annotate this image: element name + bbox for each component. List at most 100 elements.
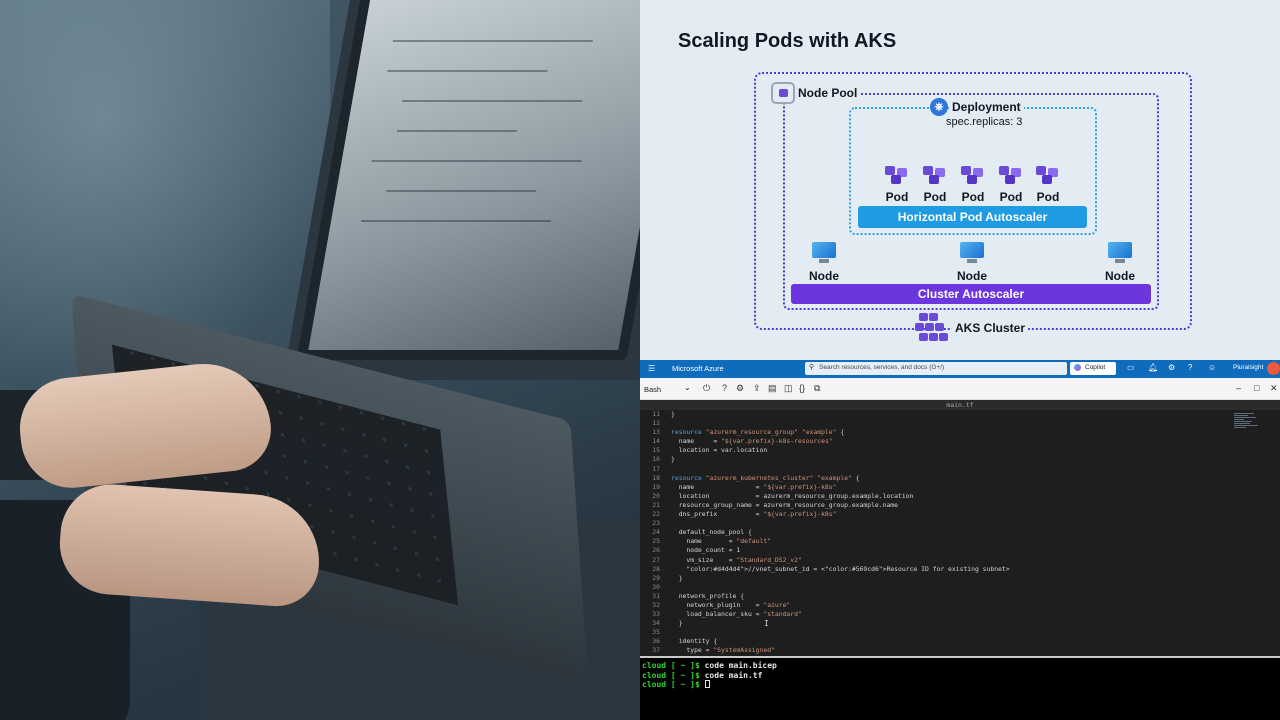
terminal-line[interactable]: cloud [ ~ ]$ code main.tf	[642, 671, 1280, 681]
search-icon: ⚲	[809, 364, 815, 371]
code-line[interactable]: 34 }	[640, 619, 1230, 628]
code-line[interactable]: 11}	[640, 410, 1230, 419]
code-line[interactable]: 19 name = "${var.prefix}-k8s"	[640, 483, 1230, 492]
editor-minimap[interactable]	[1234, 412, 1264, 452]
aks-cluster-label: AKS Cluster	[952, 321, 1029, 335]
line-number: 31	[652, 591, 660, 600]
node: Node	[952, 242, 992, 285]
code-line[interactable]: 12	[640, 419, 1230, 428]
line-text: resource "azurerm_resource_group" "examp…	[671, 428, 845, 437]
gear-icon[interactable]: ⚙	[1168, 363, 1176, 372]
node: Node	[1100, 242, 1140, 285]
node-vm-icon	[960, 242, 984, 264]
code-line[interactable]: 26 node_count = 1	[640, 546, 1230, 555]
pod: Pod	[1032, 166, 1064, 206]
line-number: 11	[652, 410, 660, 418]
chevron-down-icon[interactable]: ⌄	[684, 383, 691, 392]
braces-icon[interactable]: {}	[799, 383, 806, 393]
code-line[interactable]: 30	[640, 583, 1230, 592]
line-number: 20	[652, 491, 660, 500]
pod-icon	[961, 166, 985, 186]
pod: Pod	[957, 166, 989, 206]
code-line[interactable]: 15 location = var.location	[640, 446, 1230, 455]
line-text: vm_size = "Standard_DS2_v2"	[671, 555, 802, 564]
code-line[interactable]: 23	[640, 519, 1230, 528]
node-pool-label: Node Pool	[795, 86, 861, 100]
copilot-icon	[1074, 364, 1081, 371]
line-text: }	[671, 619, 683, 628]
line-number: 13	[652, 428, 660, 437]
code-line[interactable]: 32 network_plugin = "azure"	[640, 601, 1230, 610]
node-pool-icon	[771, 82, 795, 104]
menu-icon[interactable]: ☰	[648, 364, 656, 373]
code-line[interactable]: 24 default_node_pool {	[640, 528, 1230, 537]
code-line[interactable]: 37 type = "SystemAssigned"	[640, 646, 1230, 655]
code-line[interactable]: 33 load_balancer_sku = "standard"	[640, 610, 1230, 619]
line-text: default_node_pool {	[671, 528, 752, 537]
open-editor-icon[interactable]: ▤	[768, 383, 777, 393]
code-line[interactable]: 16}	[640, 455, 1230, 464]
line-number: 37	[652, 646, 660, 655]
code-line[interactable]: 29 }	[640, 574, 1230, 583]
maximize-icon[interactable]: □	[1254, 383, 1260, 393]
search-input[interactable]: ⚲ Search resources, services, and docs (…	[805, 362, 1067, 375]
upload-icon[interactable]: ⇪	[753, 383, 761, 393]
web-preview-icon[interactable]: ◫	[784, 383, 793, 393]
line-number: 17	[652, 464, 660, 473]
shell-type-select[interactable]: Bash	[644, 385, 662, 394]
terminal-cursor	[704, 680, 710, 689]
code-line[interactable]: 36 identity {	[640, 637, 1230, 646]
account-name[interactable]: Pluralsight	[1233, 364, 1264, 371]
copilot-button[interactable]: Copilot	[1070, 362, 1116, 375]
line-number: 19	[652, 482, 660, 491]
help-icon[interactable]: ?	[1188, 363, 1193, 372]
azure-brand[interactable]: Microsoft Azure	[672, 364, 724, 373]
line-number: 24	[652, 528, 660, 537]
minimize-icon[interactable]: –	[1236, 383, 1242, 393]
editor-file-tab[interactable]: main.tf	[640, 400, 1280, 410]
help-icon[interactable]: ?	[722, 383, 728, 393]
code-line[interactable]: 22 dns_prefix = "${var.prefix}-k8s"	[640, 510, 1230, 519]
terminal-line[interactable]: cloud [ ~ ]$	[642, 680, 1280, 690]
line-text: dns_prefix = "${var.prefix}-k8s"	[671, 510, 837, 519]
close-icon[interactable]: ✕	[1270, 383, 1278, 393]
line-number: 28	[652, 564, 660, 573]
code-line[interactable]: 35	[640, 628, 1230, 637]
restart-icon[interactable]: ⏻	[703, 383, 711, 393]
terminal-prompt: cloud [ ~ ]$	[642, 680, 700, 690]
code-line[interactable]: 31 network_profile {	[640, 592, 1230, 601]
code-line[interactable]: 21 resource_group_name = azurerm_resourc…	[640, 501, 1230, 510]
terminal-command: code main.tf	[699, 670, 763, 680]
avatar[interactable]	[1267, 362, 1280, 375]
code-line[interactable]: 25 name = "default"	[640, 537, 1230, 546]
text-cursor-icon: I	[764, 619, 769, 628]
pod-icon	[999, 166, 1023, 186]
pod-icon	[1036, 166, 1060, 186]
terminal-icon[interactable]: ▭	[1127, 363, 1135, 372]
code-line[interactable]: 14 name = "${var.prefix}-k8s-resources"	[640, 437, 1230, 446]
line-text: type = "SystemAssigned"	[671, 646, 775, 655]
node-vm-icon	[1108, 242, 1132, 264]
code-line[interactable]: 27 vm_size = "Standard_DS2_v2"	[640, 556, 1230, 565]
bell-icon[interactable]: 🔔︎	[1148, 363, 1159, 372]
code-line[interactable]: 28 "color:#d4d4d4">//vnet_subnet_id = <"…	[640, 565, 1230, 574]
line-text: location = azurerm_resource_group.exampl…	[671, 491, 914, 500]
terminal-line[interactable]: cloud [ ~ ]$ code main.bicep	[642, 661, 1280, 671]
line-number: 32	[652, 600, 660, 609]
line-number: 25	[652, 537, 660, 546]
feedback-icon[interactable]: ☺	[1208, 363, 1217, 372]
code-line[interactable]: 13 resource "azurerm_resource_group" "exa…	[640, 428, 1230, 437]
terminal-prompt: cloud [ ~ ]$	[642, 670, 700, 680]
code-line[interactable]: 17	[640, 465, 1230, 474]
line-text: }	[671, 410, 675, 418]
code-line[interactable]: 20 location = azurerm_resource_group.exa…	[640, 492, 1230, 501]
settings-icon[interactable]: ⚙	[736, 383, 745, 393]
line-number: 33	[652, 610, 660, 619]
kubernetes-icon: ⎈	[930, 98, 948, 116]
preview-icon[interactable]: ⧉	[814, 383, 821, 393]
line-number: 15	[652, 446, 660, 455]
